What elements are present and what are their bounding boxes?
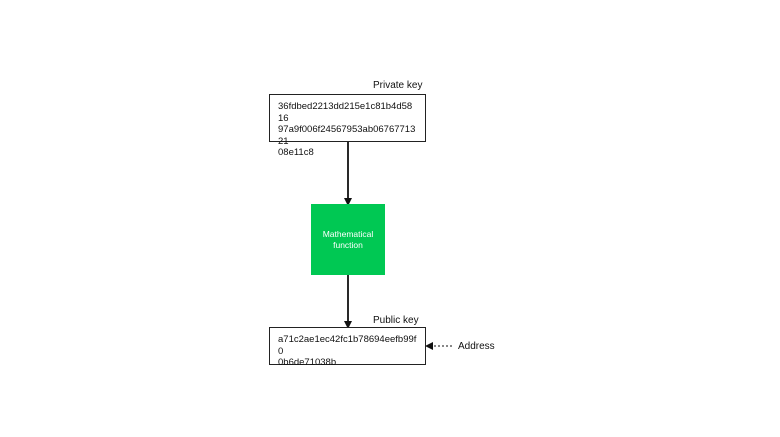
private-key-box: 36fdbed2213dd215e1c81b4d5816 97a9f006f24… (269, 94, 426, 158)
public-key-line: a71c2ae1ec42fc1b78694eefb99f0 (278, 334, 417, 357)
mathematical-function-box: Mathematical function (311, 204, 385, 275)
private-key-line: 08e11c8 (278, 147, 314, 158)
function-line: function (333, 239, 363, 250)
private-key-line: 36fdbed2213dd215e1c81b4d5816 (278, 101, 413, 124)
function-line: Mathematical (322, 228, 374, 239)
private-key-line: 97a9f006f24567953ab0676771321 (278, 124, 416, 147)
private-key-label: Private key (373, 80, 423, 91)
public-key-line: 0b6de71038b (278, 357, 337, 368)
public-key-label: Public key (373, 315, 419, 326)
address-label: Address (458, 341, 495, 352)
public-key-box: a71c2ae1ec42fc1b78694eefb99f0 0b6de71038… (269, 327, 426, 368)
